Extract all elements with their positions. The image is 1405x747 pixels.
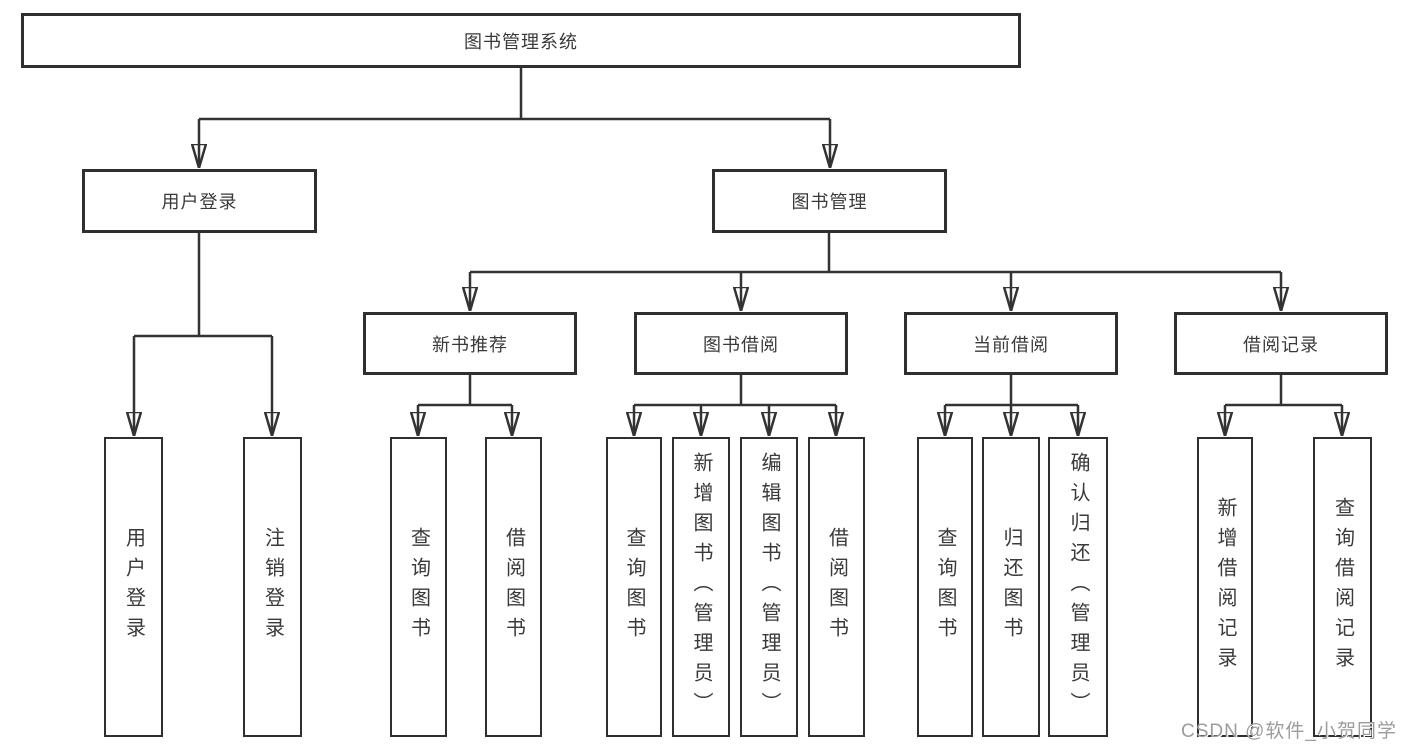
node-leaf-add-borrow-record: 新增借阅记录 [1197, 437, 1253, 737]
node-label: 图书管理 [791, 192, 868, 212]
node-leaf-query-books-3: 查询图书 [917, 437, 973, 737]
node-label: 借阅记录 [1243, 334, 1319, 355]
node-label: 查询图书 [623, 527, 645, 647]
node-label: 归还图书 [1000, 527, 1022, 647]
node-label: 确认归还（管理员） [1067, 452, 1089, 722]
node-leaf-return-books: 归还图书 [982, 437, 1040, 737]
node-label: 新书推荐 [432, 334, 508, 355]
node-label: 图书管理系统 [464, 31, 578, 52]
node-book-borrow: 图书借阅 [634, 312, 848, 375]
node-label: 查询图书 [934, 527, 956, 647]
node-library-system: 图书管理系统 [21, 13, 1021, 68]
node-leaf-query-books-2: 查询图书 [606, 437, 662, 737]
node-leaf-borrow-books-1: 借阅图书 [485, 437, 542, 737]
node-label: 借阅图书 [502, 527, 525, 647]
node-new-book-recommend: 新书推荐 [363, 312, 577, 375]
node-label: 图书借阅 [703, 334, 779, 355]
node-current-borrow: 当前借阅 [904, 312, 1118, 375]
node-leaf-query-borrow-record: 查询借阅记录 [1313, 437, 1372, 737]
node-borrow-records: 借阅记录 [1174, 312, 1388, 375]
node-book-management: 图书管理 [712, 169, 947, 233]
node-label: 新增借阅记录 [1214, 497, 1236, 677]
node-leaf-query-books-1: 查询图书 [390, 437, 447, 737]
node-leaf-add-books-admin: 新增图书（管理员） [672, 437, 730, 737]
node-label: 新增图书（管理员） [690, 452, 712, 722]
node-label: 用户登录 [161, 192, 238, 212]
node-label: 编辑图书（管理员） [758, 452, 780, 722]
node-leaf-confirm-return-admin: 确认归还（管理员） [1048, 437, 1108, 737]
node-label: 当前借阅 [973, 334, 1049, 355]
node-label: 查询图书 [407, 527, 430, 647]
node-label: 注销登录 [261, 527, 284, 647]
node-label: 查询借阅记录 [1331, 497, 1354, 677]
csdn-watermark: CSDN @软件_小贺同学 [1181, 721, 1397, 742]
node-label: 借阅图书 [825, 527, 848, 647]
node-user-login: 用户登录 [82, 169, 317, 233]
node-leaf-borrow-books-2: 借阅图书 [808, 437, 865, 737]
node-leaf-user-login: 用户登录 [104, 437, 163, 737]
node-leaf-logout: 注销登录 [243, 437, 302, 737]
node-leaf-edit-books-admin: 编辑图书（管理员） [740, 437, 798, 737]
node-label: 用户登录 [122, 527, 145, 647]
